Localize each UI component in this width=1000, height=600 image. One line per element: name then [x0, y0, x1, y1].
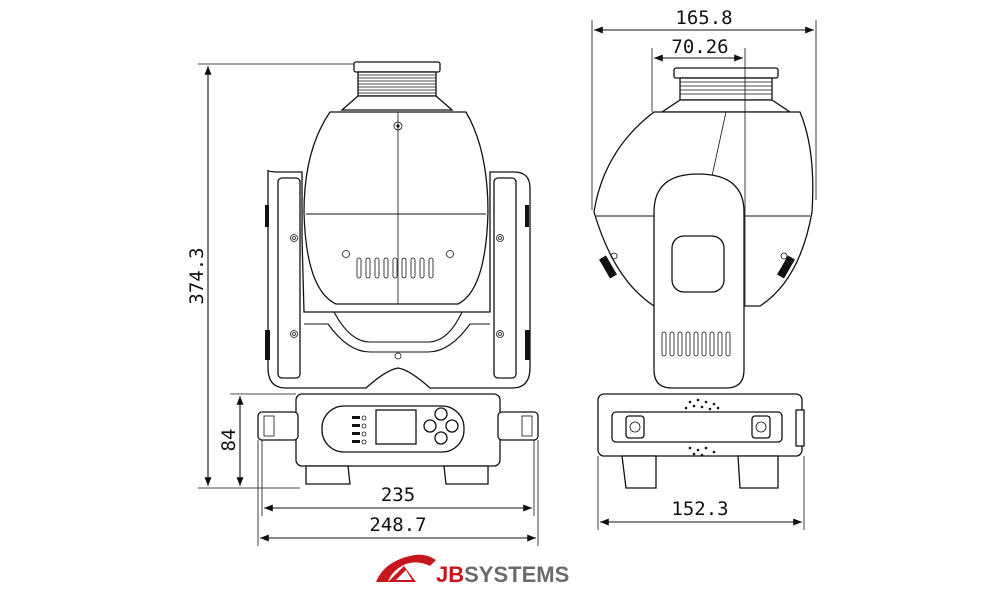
dimension-labels: 374.3 84 235 248.7 165.8 70.26 152.3 — [186, 7, 733, 536]
front-yoke — [265, 169, 531, 389]
jb-swoosh-icon — [376, 554, 436, 582]
front-top-heatsink — [340, 61, 454, 111]
dim-side-width: 165.8 — [675, 7, 732, 29]
side-yoke-arm — [653, 173, 745, 389]
brand-prefix: JB — [436, 562, 464, 587]
side-base — [597, 393, 805, 489]
side-view — [593, 67, 814, 489]
brand-suffix: SYSTEMS — [464, 562, 569, 587]
dim-side-top-width: 70.26 — [671, 36, 728, 58]
front-base — [257, 393, 539, 485]
dim-base-width: 235 — [381, 484, 415, 506]
dim-front-total-width: 248.7 — [369, 514, 426, 536]
dim-base-height: 84 — [218, 429, 240, 452]
side-top-heatsink — [659, 67, 793, 113]
front-view — [257, 61, 539, 485]
dim-total-height: 374.3 — [186, 247, 208, 304]
jb-systems-logo: JBSYSTEMS — [376, 554, 569, 587]
dim-side-base-width: 152.3 — [671, 498, 728, 520]
dimension-lines — [198, 20, 817, 546]
front-head — [303, 111, 489, 305]
brand-name: JBSYSTEMS — [436, 562, 569, 587]
